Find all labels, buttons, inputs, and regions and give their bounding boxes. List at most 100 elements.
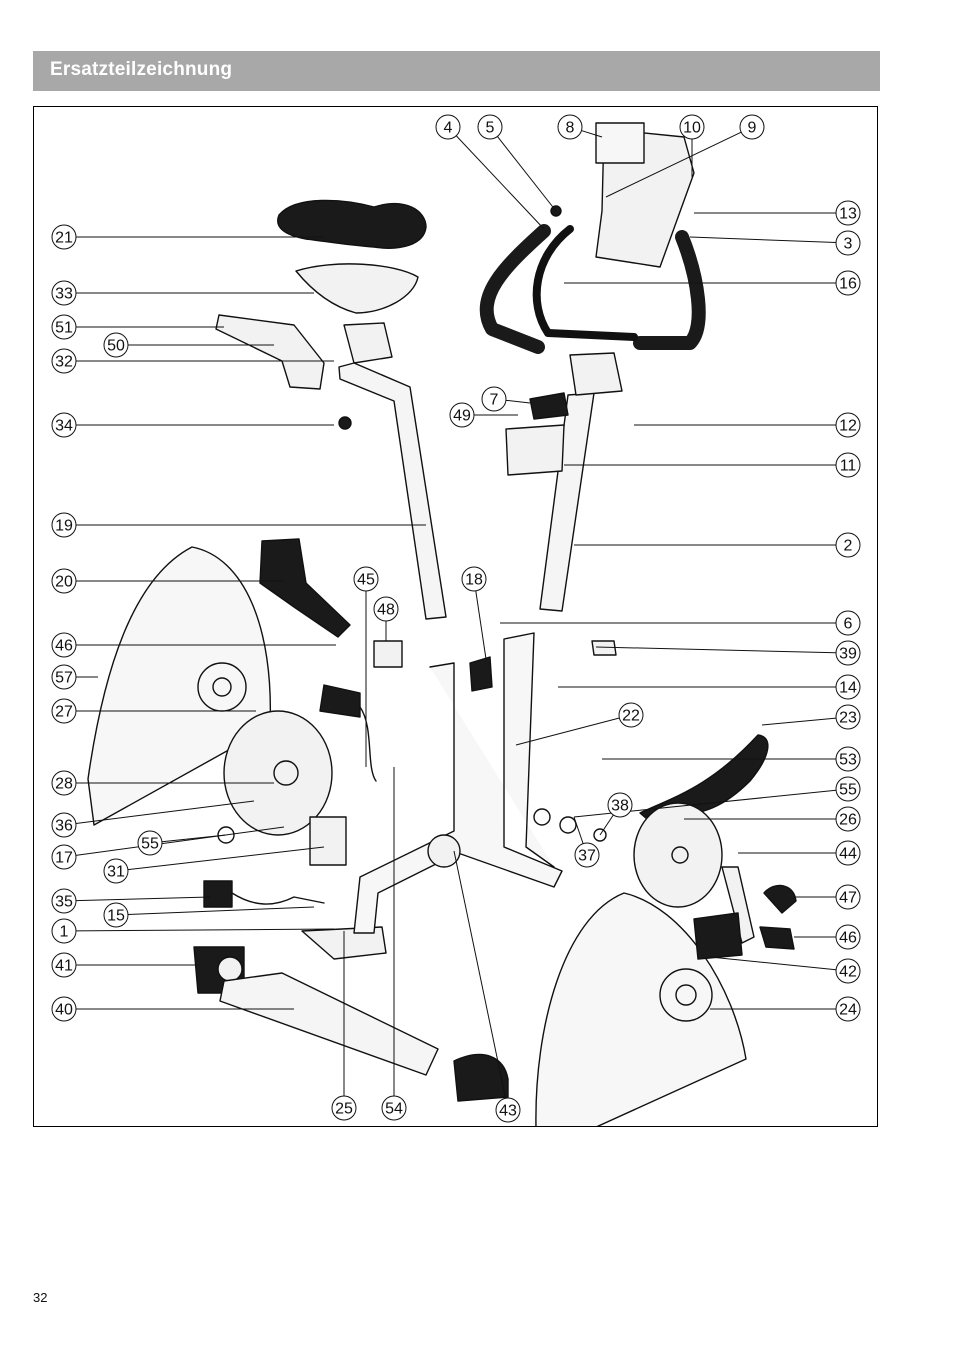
callout-number: 3 [844, 236, 853, 253]
callout-2: 2 [835, 532, 861, 558]
callout-47: 47 [835, 884, 861, 910]
pedal-strap [763, 884, 797, 914]
leader-line [75, 826, 285, 856]
callout-48: 48 [373, 596, 399, 622]
callout-circle [835, 996, 861, 1022]
callout-9: 9 [739, 114, 765, 140]
callout-number: 22 [622, 708, 640, 725]
callout-38: 38 [607, 792, 633, 818]
leader-line [709, 956, 837, 971]
callout-number: 51 [55, 320, 73, 337]
callout-11: 11 [835, 452, 861, 478]
handlebar-grip-left [479, 224, 551, 354]
callout-number: 14 [839, 680, 857, 697]
callout-circle [51, 632, 77, 658]
callout-number: 16 [839, 276, 857, 293]
callout-number: 2 [844, 538, 853, 555]
callout-circle [51, 812, 77, 838]
leader-line [455, 135, 545, 230]
callout-circle [477, 114, 503, 140]
callout-55: 55 [137, 830, 163, 856]
callout-circle [331, 1095, 357, 1121]
callout-14: 14 [835, 674, 861, 700]
callout-number: 38 [611, 798, 629, 815]
saddle-shell [295, 263, 419, 314]
callout-number: 46 [839, 930, 857, 947]
callout-54: 54 [381, 1095, 407, 1121]
cap [373, 640, 403, 668]
left-side-cover [87, 546, 272, 826]
callout-circle [607, 792, 633, 818]
power-adapter [203, 880, 233, 908]
callout-36: 36 [51, 812, 77, 838]
leader-line [581, 130, 603, 138]
seat-clamp [343, 322, 393, 364]
callout-circle [739, 114, 765, 140]
callout-circle [835, 230, 861, 256]
callout-24: 24 [835, 996, 861, 1022]
callout-number: 33 [55, 286, 73, 303]
leader-line [599, 814, 614, 836]
callout-15: 15 [103, 902, 129, 928]
callout-number: 6 [844, 616, 853, 633]
callout-51: 51 [51, 314, 77, 340]
callout-number: 54 [385, 1101, 403, 1118]
callout-40: 40 [51, 996, 77, 1022]
right-pedal [759, 926, 795, 950]
callout-circle [51, 952, 77, 978]
callout-16: 16 [835, 270, 861, 296]
callout-18: 18 [461, 566, 487, 592]
stabilizer-tube [219, 972, 439, 1076]
callout-10: 10 [679, 114, 705, 140]
callout-circle [835, 924, 861, 950]
page-number: 32 [33, 1290, 48, 1305]
callout-circle [51, 664, 77, 690]
callout-26: 26 [835, 806, 861, 832]
callout-circle [353, 566, 379, 592]
callout-number: 4 [444, 120, 453, 137]
callout-circle [51, 348, 77, 374]
handlebar-bar [532, 225, 638, 341]
leader-line [761, 717, 837, 726]
callout-circle [835, 958, 861, 984]
callout-number: 43 [499, 1103, 517, 1120]
callout-number: 42 [839, 964, 857, 981]
callout-circle [51, 280, 77, 306]
callout-6: 6 [835, 610, 861, 636]
callout-8: 8 [557, 114, 583, 140]
transformer [309, 816, 347, 866]
callout-57: 57 [51, 664, 77, 690]
callout-50: 50 [103, 332, 129, 358]
callout-number: 55 [141, 836, 159, 853]
callout-number: 35 [55, 894, 73, 911]
callout-25: 25 [331, 1095, 357, 1121]
callout-circle [574, 842, 600, 868]
callout-circle [103, 332, 129, 358]
section-title: Ersatzteilzeichnung [50, 59, 233, 80]
callout-circle [835, 532, 861, 558]
end-cap-right [693, 912, 743, 960]
leader-line [75, 896, 211, 902]
callout-circle [435, 114, 461, 140]
callout-44: 44 [835, 840, 861, 866]
leader-line [689, 236, 837, 244]
callout-23: 23 [835, 704, 861, 730]
callout-number: 32 [55, 354, 73, 371]
callout-number: 47 [839, 890, 857, 907]
end-cap-front [453, 1053, 509, 1102]
handlebar-grip-right [633, 230, 706, 350]
callout-number: 41 [55, 958, 73, 975]
leader-line [453, 850, 507, 1099]
callout-circle [835, 412, 861, 438]
callout-1: 1 [51, 918, 77, 944]
callout-circle [481, 386, 507, 412]
callout-circle [51, 224, 77, 250]
main-frame [353, 632, 563, 934]
leader-line [75, 928, 335, 932]
section-header-bar: Ersatzteilzeichnung [33, 51, 880, 91]
callout-number: 13 [839, 206, 857, 223]
callout-46: 46 [51, 632, 77, 658]
callout-circle [679, 114, 705, 140]
callout-circle [449, 402, 475, 428]
callout-number: 34 [55, 418, 73, 435]
